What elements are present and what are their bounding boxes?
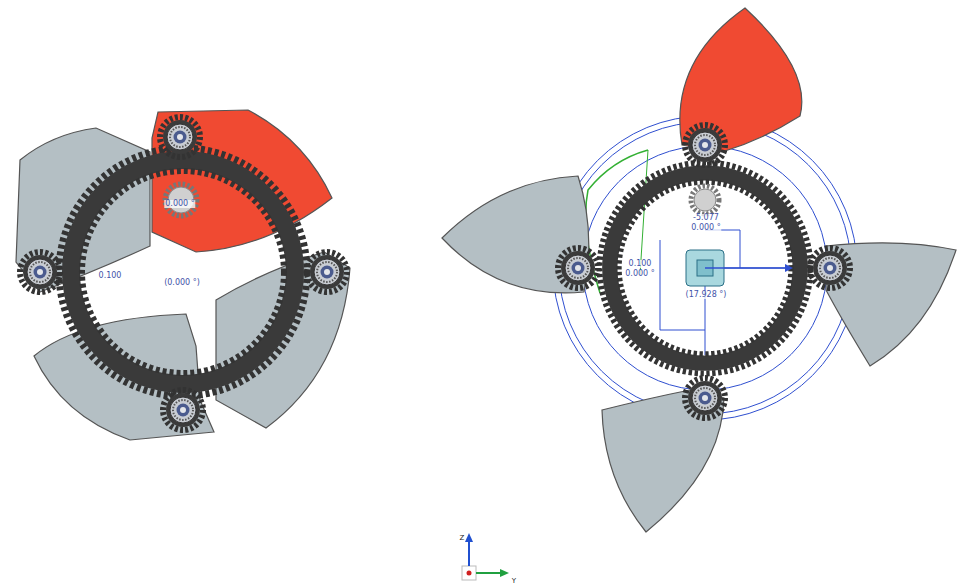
axis-label: Y	[511, 578, 517, 585]
dimension-label: (17.928 °)	[685, 291, 728, 299]
dimension-label: 0.000 °	[690, 224, 721, 232]
dimension-label: -5.077	[692, 214, 720, 222]
dimension-label: (0.000 °)	[163, 279, 201, 287]
dimension-label: 0.100	[98, 272, 123, 280]
dimension-label: 0.000 °	[164, 200, 195, 208]
dimension-label: 0.000 °	[624, 270, 655, 278]
axis-label: Z	[459, 535, 466, 542]
dimension-label: 0.100	[628, 260, 653, 268]
